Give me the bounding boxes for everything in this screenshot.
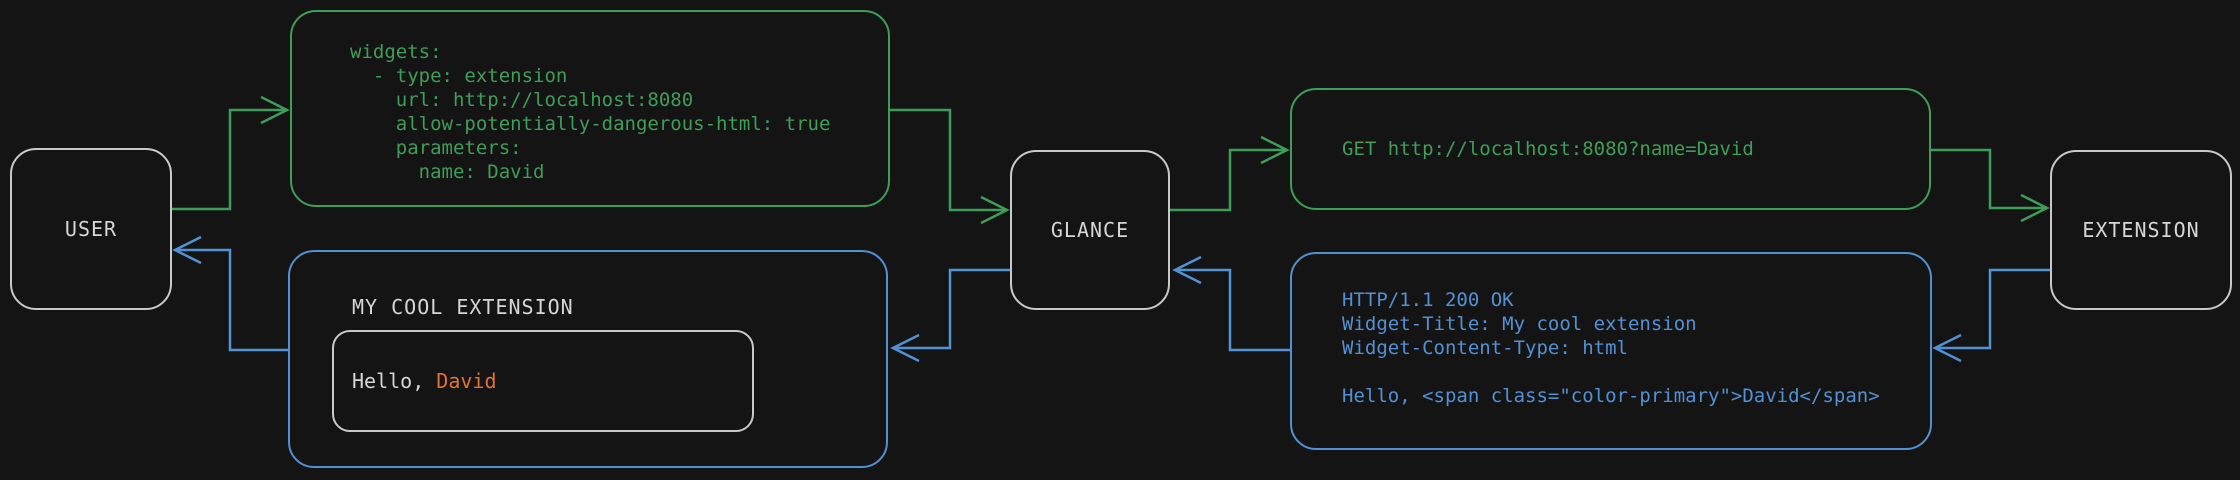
greeting-name: David (436, 369, 497, 393)
widget-title: MY COOL EXTENSION (352, 295, 574, 319)
arrow-config-to-glance (890, 108, 1010, 225)
arrow-glance-to-widget (890, 268, 1010, 363)
node-user: USER (10, 148, 172, 310)
config-yaml-code: widgets: - type: extension url: http://l… (350, 41, 831, 183)
node-extension-label: EXTENSION (2082, 218, 2200, 242)
node-glance-label: GLANCE (1050, 218, 1130, 242)
arrow-glance-to-request (1170, 135, 1290, 212)
config-yaml-box: widgets: - type: extension url: http://l… (290, 10, 890, 207)
node-extension: EXTENSION (2050, 150, 2232, 310)
arrow-response-to-glance (1172, 255, 1290, 352)
arrow-user-to-config (172, 95, 290, 211)
arrow-request-to-extension (1931, 148, 2050, 223)
rendered-widget-box: MY COOL EXTENSION Hello, David (288, 250, 888, 468)
http-response-code: HTTP/1.1 200 OK Widget-Title: My cool ex… (1342, 289, 1880, 407)
http-request-box: GET http://localhost:8080?name=David (1290, 88, 1931, 210)
node-user-label: USER (64, 217, 118, 241)
arrow-widget-to-user (172, 235, 288, 352)
widget-greeting-box: Hello, David (332, 330, 754, 432)
arrow-extension-to-response (1932, 268, 2050, 363)
node-glance: GLANCE (1010, 150, 1170, 310)
http-response-box: HTTP/1.1 200 OK Widget-Title: My cool ex… (1290, 252, 1932, 450)
http-request-code: GET http://localhost:8080?name=David (1342, 138, 1754, 160)
greeting-prefix: Hello, (352, 369, 437, 393)
